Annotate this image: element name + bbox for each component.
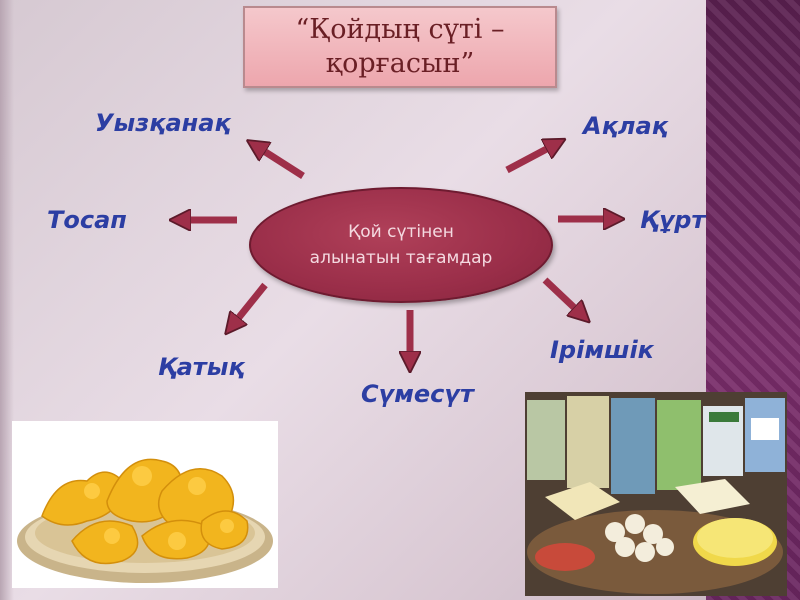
center-line-2: алынатын тағамдар <box>310 245 493 271</box>
cheese-bowl-illustration <box>12 421 278 588</box>
center-line-1: Қой сүтінен <box>348 219 454 245</box>
label-katyk: Қатық <box>158 353 245 381</box>
arrow-aklak <box>507 144 556 170</box>
label-tosap: Тосап <box>47 206 127 234</box>
center-concept-ellipse: Қой сүтінен алынатын тағамдар <box>249 187 553 303</box>
cheese-bowl-photo <box>12 421 278 588</box>
dairy-products-illustration <box>525 392 787 596</box>
label-aklak: Ақлақ <box>583 112 668 140</box>
label-kurt: Құрт <box>640 206 705 234</box>
label-sumesut: Сүмесүт <box>361 380 474 408</box>
label-uyzkanak: Уызқанақ <box>95 109 231 137</box>
arrow-uyzkanak <box>256 146 303 176</box>
dairy-products-photo <box>525 392 787 596</box>
arrow-katyk <box>232 285 265 326</box>
label-irimshik: Ірімшік <box>550 336 654 364</box>
arrow-irimshik <box>545 280 582 315</box>
